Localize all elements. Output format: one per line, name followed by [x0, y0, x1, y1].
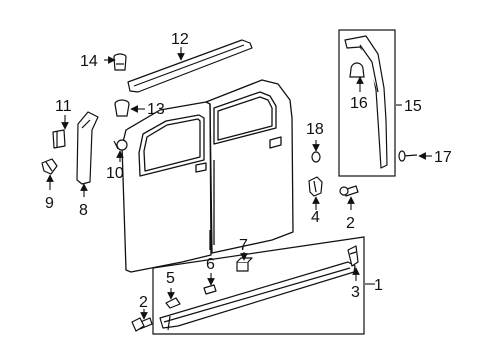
rocker-molding	[159, 261, 356, 331]
pillar-molding	[76, 111, 99, 185]
callout-9: 9	[45, 195, 54, 212]
callout-2-lower: 2	[139, 294, 148, 311]
door-assembly	[121, 79, 294, 273]
fastener-part-13	[114, 99, 130, 117]
clip-part-4	[308, 176, 323, 197]
callout-6: 6	[206, 256, 215, 273]
screw-part-2-upper	[339, 185, 359, 197]
callout-8: 8	[79, 202, 88, 219]
callout-14: 14	[80, 53, 98, 70]
bolt-part-17	[398, 150, 418, 162]
callout-3: 3	[351, 284, 360, 301]
screw-part-2-lower	[131, 317, 153, 332]
callout-18: 18	[306, 121, 324, 138]
callout-12: 12	[171, 31, 189, 48]
bracket-part-11	[52, 129, 66, 149]
callout-labels: 1 2 2 3 4 5 6 7 8 9 10 11 12 13 14 15 16…	[45, 31, 452, 311]
callout-1: 1	[374, 277, 383, 294]
clip-part-14	[113, 53, 127, 71]
grommet-part-18	[311, 151, 321, 163]
callout-16: 16	[350, 95, 368, 112]
clip-part-6	[203, 284, 217, 295]
panel-part-15	[338, 29, 396, 177]
rocker-box-part-1	[152, 236, 365, 335]
callout-5: 5	[166, 270, 175, 287]
callout-10: 10	[106, 165, 124, 182]
clip-part-5	[165, 297, 181, 309]
leader-lines	[46, 47, 432, 320]
callout-11: 11	[55, 98, 72, 115]
callout-2-upper: 2	[346, 215, 355, 232]
end-cap-part-3	[347, 245, 359, 267]
roof-rail-molding	[127, 39, 253, 93]
clip-part-16	[349, 62, 365, 78]
callout-17: 17	[434, 149, 452, 166]
callout-13: 13	[147, 101, 165, 118]
wheel-opening-molding	[344, 35, 388, 169]
clip-part-9	[41, 158, 58, 175]
callout-4: 4	[311, 209, 320, 226]
callout-15: 15	[404, 98, 422, 115]
push-pin-part-10	[113, 139, 128, 151]
callout-7: 7	[239, 237, 248, 254]
